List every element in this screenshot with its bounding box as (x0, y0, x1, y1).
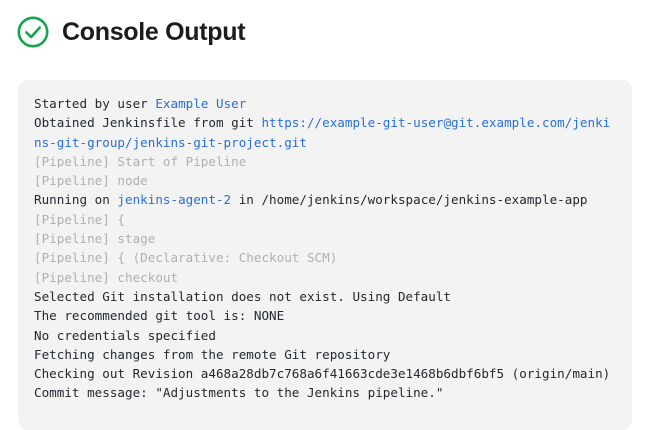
console-log-line: Fetching changes from the remote Git rep… (34, 345, 616, 364)
console-log-text: in /home/jenkins/workspace/jenkins-examp… (231, 192, 588, 208)
console-log-line: [Pipeline] stage (34, 229, 616, 248)
console-log-text: [Pipeline] node (34, 173, 148, 189)
console-log-line: Selected Git installation does not exist… (34, 287, 616, 306)
console-log-text: [Pipeline] { (Declarative: Checkout SCM) (34, 250, 338, 266)
console-log-line: Obtained Jenkinsfile from git https://ex… (34, 113, 616, 152)
console-log-text: [Pipeline] stage (34, 231, 156, 247)
console-log-link[interactable]: Example User (155, 96, 247, 111)
console-log-line: [Pipeline] { (Declarative: Checkout SCM) (34, 248, 616, 267)
console-log-text: Checking out Revision a468a28db7c768a6f4… (34, 366, 611, 382)
console-log-text: Obtained Jenkinsfile from git (34, 115, 262, 131)
console-log-line: [Pipeline] Start of Pipeline (34, 152, 616, 171)
page-header: Console Output (0, 0, 650, 50)
console-log-text: Commit message: "Adjustments to the Jenk… (34, 385, 444, 401)
console-log-line: Checking out Revision a468a28db7c768a6f4… (34, 364, 616, 383)
console-log-line: Started by user Example User (34, 94, 616, 113)
page-title: Console Output (62, 17, 246, 46)
console-log-text: Running on (34, 192, 118, 208)
console-log-line: Running on jenkins-agent-2 in /home/jenk… (34, 190, 616, 209)
console-log-line: Commit message: "Adjustments to the Jenk… (34, 383, 616, 402)
console-log-text: The recommended git tool is: NONE (34, 308, 285, 324)
console-log-text: No credentials specified (34, 327, 216, 343)
console-log-text: [Pipeline] { (34, 211, 125, 227)
console-log-line: The recommended git tool is: NONE (34, 306, 616, 325)
console-log-text: [Pipeline] checkout (34, 269, 179, 285)
console-log-line: No credentials specified (34, 326, 616, 345)
console-log-text: [Pipeline] Start of Pipeline (34, 153, 247, 169)
check-circle-icon (16, 15, 50, 49)
console-log-line: [Pipeline] { (34, 210, 616, 229)
console-log-text: Started by user (34, 96, 156, 111)
console-log-line: [Pipeline] checkout (34, 268, 616, 287)
console-log-link[interactable]: https://example-git-user@git.example.com… (34, 115, 611, 150)
console-log-line: [Pipeline] node (34, 171, 616, 190)
console-log-link[interactable]: jenkins-agent-2 (117, 192, 232, 208)
console-log-text: Fetching changes from the remote Git rep… (34, 346, 391, 362)
console-log-text: Selected Git installation does not exist… (34, 288, 452, 304)
